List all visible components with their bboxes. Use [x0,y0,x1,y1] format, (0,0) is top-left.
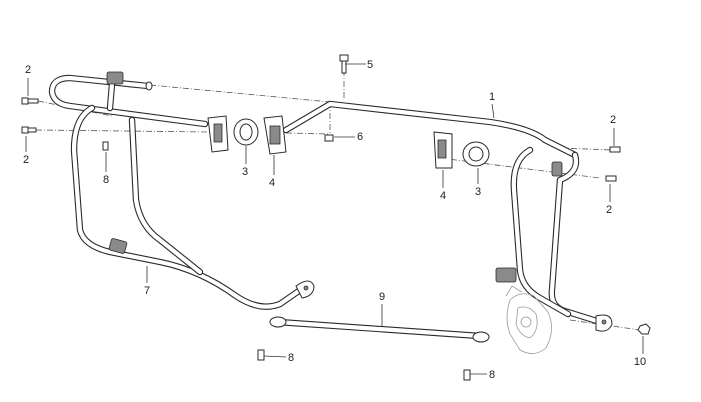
bolt-8-right-icon [463,369,471,381]
right-mount-plate-icon [495,267,517,283]
callout-10: 10 [634,356,646,368]
callout-4: 4 [440,190,446,202]
callout-5: 5 [367,59,373,71]
left-guard-frame [70,104,315,310]
upper-crossbar [48,71,579,159]
bolt-5-icon [339,54,349,62]
left-mount-plate-icon [108,238,128,254]
callout-8: 8 [103,174,109,186]
bolt-2-lower-right-icon [605,175,617,182]
engine-mount-ghost [505,285,552,354]
bolt-2-lower-left-icon [21,126,29,134]
tube-end-cap [145,81,153,91]
callout-6: 6 [357,131,363,143]
bolts [21,54,651,381]
callout-2: 2 [610,114,616,126]
bolt-2-upper-left-icon [21,97,29,105]
bolt-8-upper-icon [102,141,109,151]
right-clamp-assembly [433,131,490,169]
callout-9: 9 [379,291,385,303]
callout-3: 3 [475,186,481,198]
right-guard-frame [495,146,613,332]
bolt-8-left-icon [257,349,265,361]
callout-labels: 1 2 2 2 2 3 3 4 4 5 6 7 8 8 8 9 10 [23,59,646,381]
callout-2: 2 [606,204,612,216]
leader-lines [25,63,644,375]
left-clamp-assembly [207,115,287,155]
callout-7: 7 [144,285,150,297]
nut-6-icon [324,134,334,142]
bracket-tab-icon [106,71,124,85]
callout-8: 8 [489,369,495,381]
lower-right-end [472,331,490,343]
callout-8: 8 [288,352,294,364]
callout-2: 2 [25,64,31,76]
callout-1: 1 [489,91,495,103]
callout-2: 2 [23,154,29,166]
callout-4: 4 [269,177,275,189]
lower-left-end [269,316,287,328]
lower-crossbar [269,316,490,343]
bolt-10-icon [637,323,651,335]
callout-3: 3 [242,166,248,178]
bolt-2-upper-right-icon [609,146,621,153]
